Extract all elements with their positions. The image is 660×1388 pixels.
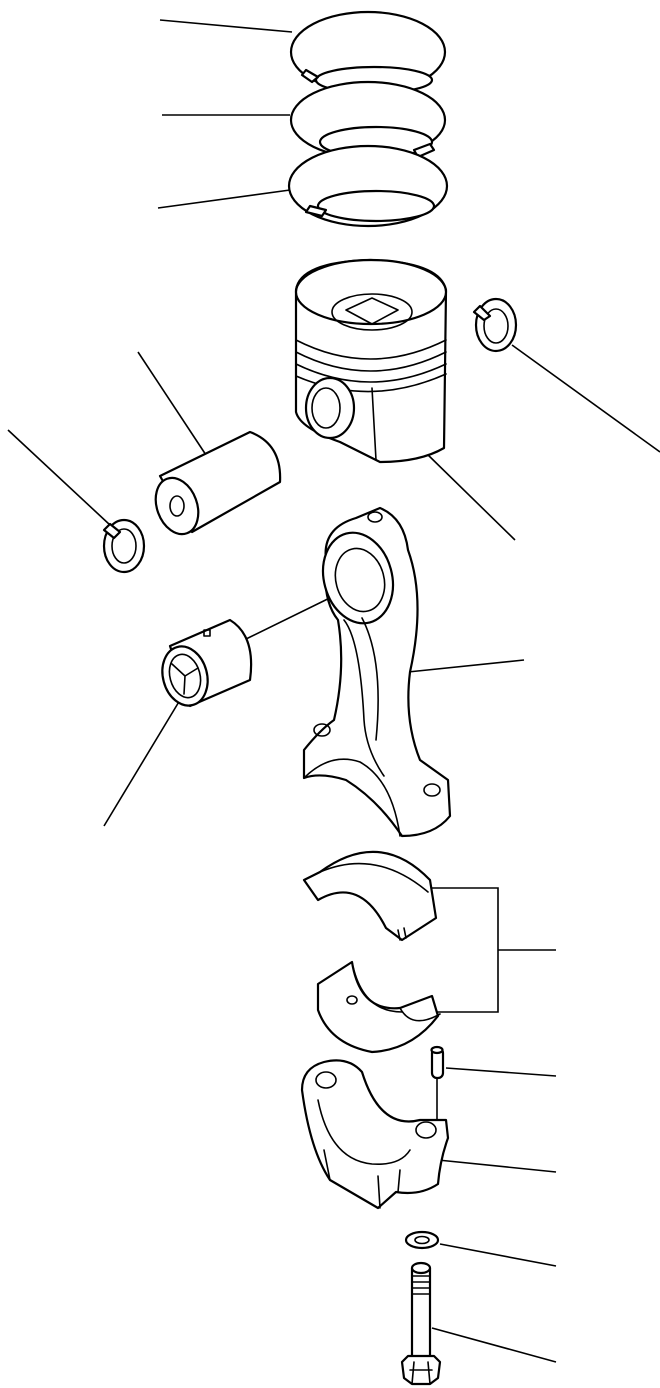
bushing (161, 618, 253, 708)
rod-cap (300, 1059, 450, 1210)
leader-oil-ring (157, 189, 291, 209)
leader-top-ring (159, 19, 293, 33)
top-ring (289, 10, 447, 95)
leader-lines (7, 19, 660, 1363)
piston-pin (154, 430, 282, 536)
washer (404, 1230, 440, 1250)
leader-snap-ring-right (511, 344, 660, 453)
leader-cap-bolt (431, 1327, 557, 1363)
leader-snap-ring-left (7, 429, 111, 526)
connecting-rod (302, 506, 452, 838)
bearing-upper (302, 850, 438, 942)
bearing-lower (316, 960, 441, 1054)
snap-ring-right (472, 297, 518, 353)
piston (294, 258, 448, 464)
oil-ring (287, 144, 449, 228)
leader-piston-pin (137, 351, 207, 456)
cap-bolt (400, 1261, 442, 1386)
leader-piston (424, 451, 516, 541)
leader-dowel-pin (445, 1067, 557, 1077)
leader-bushing (103, 699, 181, 827)
leader-connecting-rod (407, 659, 525, 673)
leader-washer (439, 1243, 557, 1267)
snap-ring-left (102, 518, 146, 574)
dowel-pin (430, 1045, 445, 1080)
leader-bearing-bracket (432, 887, 556, 1013)
leader-rod-cap (437, 1159, 557, 1173)
